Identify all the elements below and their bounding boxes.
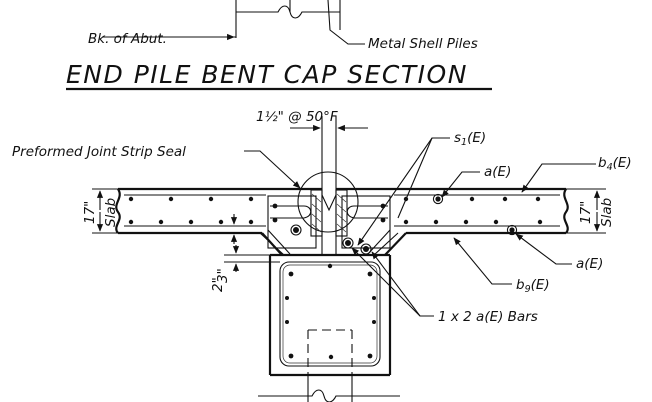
left-slab-dimension: [92, 188, 118, 234]
left-slab-word: Slab: [103, 198, 119, 227]
a-right-label: a(E): [576, 256, 603, 272]
a-top-leader: [441, 171, 480, 198]
s1-leader: [357, 137, 450, 246]
right-slab-word: Slab: [599, 198, 615, 227]
right-slab-depth: 17": [578, 201, 594, 224]
section-title: END PILE BENT CAP SECTION: [66, 60, 468, 89]
dim-2in-label: 2": [210, 277, 226, 292]
b9-label: b9(E): [516, 277, 550, 295]
dimension-3in: [226, 214, 262, 244]
dimension-2in: [224, 245, 280, 272]
bars-leader-2: [351, 247, 421, 317]
joint-gap-label: 1½" @ 50°F: [256, 109, 338, 125]
back-of-abutment-label: Bk. of Abut.: [88, 31, 167, 47]
top-partial-view: [102, 0, 365, 45]
bars-leader: [371, 251, 434, 317]
slab-reinforcement: [124, 193, 560, 236]
left-slab-depth: 17": [82, 201, 98, 224]
a-top-label: a(E): [484, 164, 511, 180]
right-slab-dimension: [566, 188, 606, 234]
s1-label: s1(E): [454, 130, 486, 148]
joint-seal-leader: [244, 150, 301, 189]
b9-leader: [453, 237, 512, 285]
dim-3in-label: 3": [215, 268, 231, 283]
s1-leader-2: [397, 137, 433, 219]
deck-slab: [115, 187, 569, 256]
joint-gap-dimension: [290, 116, 368, 176]
bent-cap: [258, 176, 400, 402]
joint-detail: [259, 171, 399, 256]
a-right-leader: [515, 233, 572, 265]
b4-leader: [521, 163, 596, 193]
bars-label: 1 x 2 a(E) Bars: [438, 309, 538, 325]
b4-label: b4(E): [598, 155, 632, 173]
metal-shell-piles-label: Metal Shell Piles: [368, 36, 478, 52]
joint-seal-label: Preformed Joint Strip Seal: [12, 144, 186, 160]
